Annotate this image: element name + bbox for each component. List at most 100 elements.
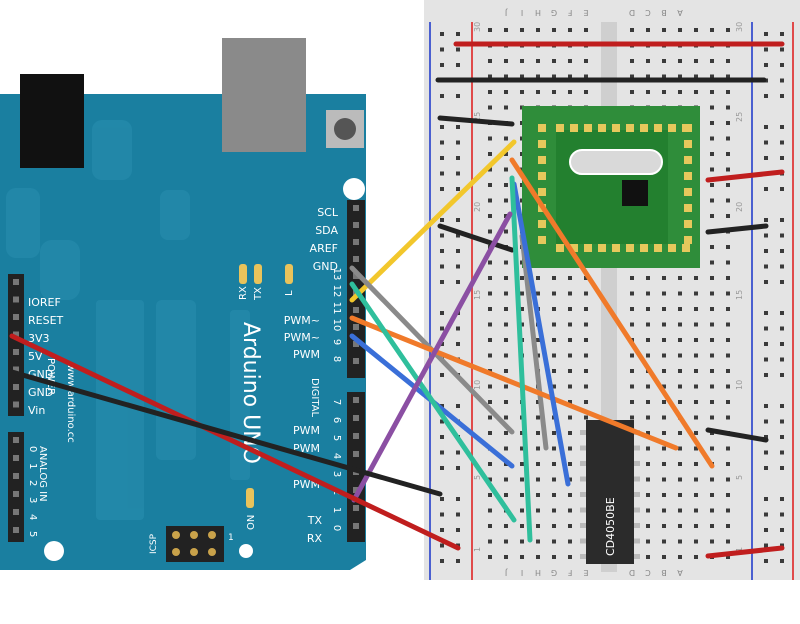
rail-hole <box>780 63 784 67</box>
module-pad <box>612 124 620 132</box>
breadboard-hole <box>710 384 714 389</box>
chip-leg <box>580 507 586 513</box>
header-pin <box>353 415 359 421</box>
breadboard-hole <box>536 508 540 513</box>
rail-hole <box>764 512 768 517</box>
breadboard-hole <box>488 105 492 110</box>
column-letter: I <box>521 8 523 17</box>
row-number: 20 <box>735 202 744 212</box>
breadboard-hole <box>568 59 572 63</box>
breadboard-hole <box>710 121 714 125</box>
breadboard-hole <box>504 384 508 389</box>
rail-hole <box>456 125 460 129</box>
breadboard-hole <box>726 198 730 203</box>
breadboard-hole <box>726 555 730 559</box>
breadboard-hole <box>694 59 698 63</box>
icsp-pin <box>190 531 198 539</box>
column-letter: J <box>505 568 508 577</box>
breadboard-hole <box>504 524 508 528</box>
breadboard-hole <box>568 353 572 358</box>
breadboard-hole <box>726 508 730 513</box>
breadboard-hole <box>678 369 682 373</box>
rail-hole <box>440 171 444 176</box>
breadboard-hole <box>520 322 524 327</box>
breadboard-hole <box>646 90 650 94</box>
breadboard-hole <box>536 90 540 94</box>
rail-hole <box>780 404 784 408</box>
breadboard-hole <box>504 446 508 451</box>
rail-hole <box>440 450 444 455</box>
column-letter: E <box>583 8 588 17</box>
row-number: 30 <box>473 22 482 32</box>
header-pin <box>353 307 359 313</box>
breadboard-hole <box>726 384 730 389</box>
chip-leg <box>634 554 640 559</box>
breadboard-hole <box>552 74 556 79</box>
crystal-icon <box>569 149 663 175</box>
breadboard-hole <box>504 59 508 63</box>
breadboard-hole <box>662 446 666 451</box>
chip-leg <box>580 523 586 528</box>
breadboard-hole <box>520 493 524 497</box>
breadboard-hole <box>504 152 508 156</box>
icsp-pin1-label: 1 <box>228 533 234 543</box>
breadboard-hole <box>726 152 730 156</box>
breadboard-hole <box>678 524 682 528</box>
breadboard-hole <box>646 462 650 466</box>
breadboard-hole <box>710 353 714 358</box>
pwm-label: PWM <box>293 424 320 437</box>
breadboard-hole <box>710 477 714 482</box>
rail-hole <box>764 125 768 129</box>
chip-leg <box>580 445 586 451</box>
icsp-pins <box>172 531 216 556</box>
rail-hole <box>764 419 768 424</box>
breadboard-hole <box>584 276 588 280</box>
breadboard-hole <box>520 539 524 544</box>
breadboard-hole <box>662 59 666 63</box>
rail-hole <box>440 249 444 253</box>
column-letter: H <box>535 8 541 17</box>
rail-hole <box>764 156 768 160</box>
breadboard-hole <box>726 214 730 218</box>
breadboard-hole <box>694 539 698 544</box>
breadboard-hole <box>552 384 556 389</box>
breadboard-hole <box>694 338 698 342</box>
header-pin <box>13 314 19 320</box>
module-pad <box>538 236 546 244</box>
breadboard-hole <box>678 291 682 296</box>
module-pad <box>598 124 606 132</box>
rail-hole <box>456 140 460 145</box>
breadboard-hole <box>726 307 730 311</box>
breadboard-hole <box>488 539 492 544</box>
module-pad <box>684 140 692 148</box>
breadboard-hole <box>520 431 524 435</box>
rail-hole <box>780 466 784 470</box>
breadboard-hole <box>504 291 508 296</box>
breadboard-hole <box>710 198 714 203</box>
breadboard-hole <box>568 508 572 513</box>
rail-hole <box>456 94 460 98</box>
breadboard-hole <box>710 214 714 218</box>
breadboard-hole <box>646 431 650 435</box>
digital-pin-number: 11 <box>331 302 342 315</box>
breadboard-hole <box>536 400 540 404</box>
column-letter: D <box>629 8 635 17</box>
module-pad <box>584 244 592 252</box>
breadboard-hole <box>504 369 508 373</box>
breadboard-hole <box>568 276 572 280</box>
digital-pin-number: 5 <box>331 435 342 441</box>
breadboard-hole <box>520 74 524 79</box>
breadboard-hole <box>694 353 698 358</box>
breadboard-hole <box>488 183 492 187</box>
rail-hole <box>440 264 444 269</box>
reset-button-cap[interactable] <box>334 118 356 140</box>
breadboard-hole <box>694 28 698 32</box>
module-chip-icon <box>622 180 648 206</box>
module-pad <box>668 124 676 132</box>
tx-pin-label: TX <box>307 514 323 527</box>
header-pin <box>353 324 359 330</box>
breadboard-hole <box>536 462 540 466</box>
rail-hole <box>764 528 768 532</box>
digital-pin-number: 0 <box>331 525 342 531</box>
breadboard-hole <box>646 28 650 32</box>
